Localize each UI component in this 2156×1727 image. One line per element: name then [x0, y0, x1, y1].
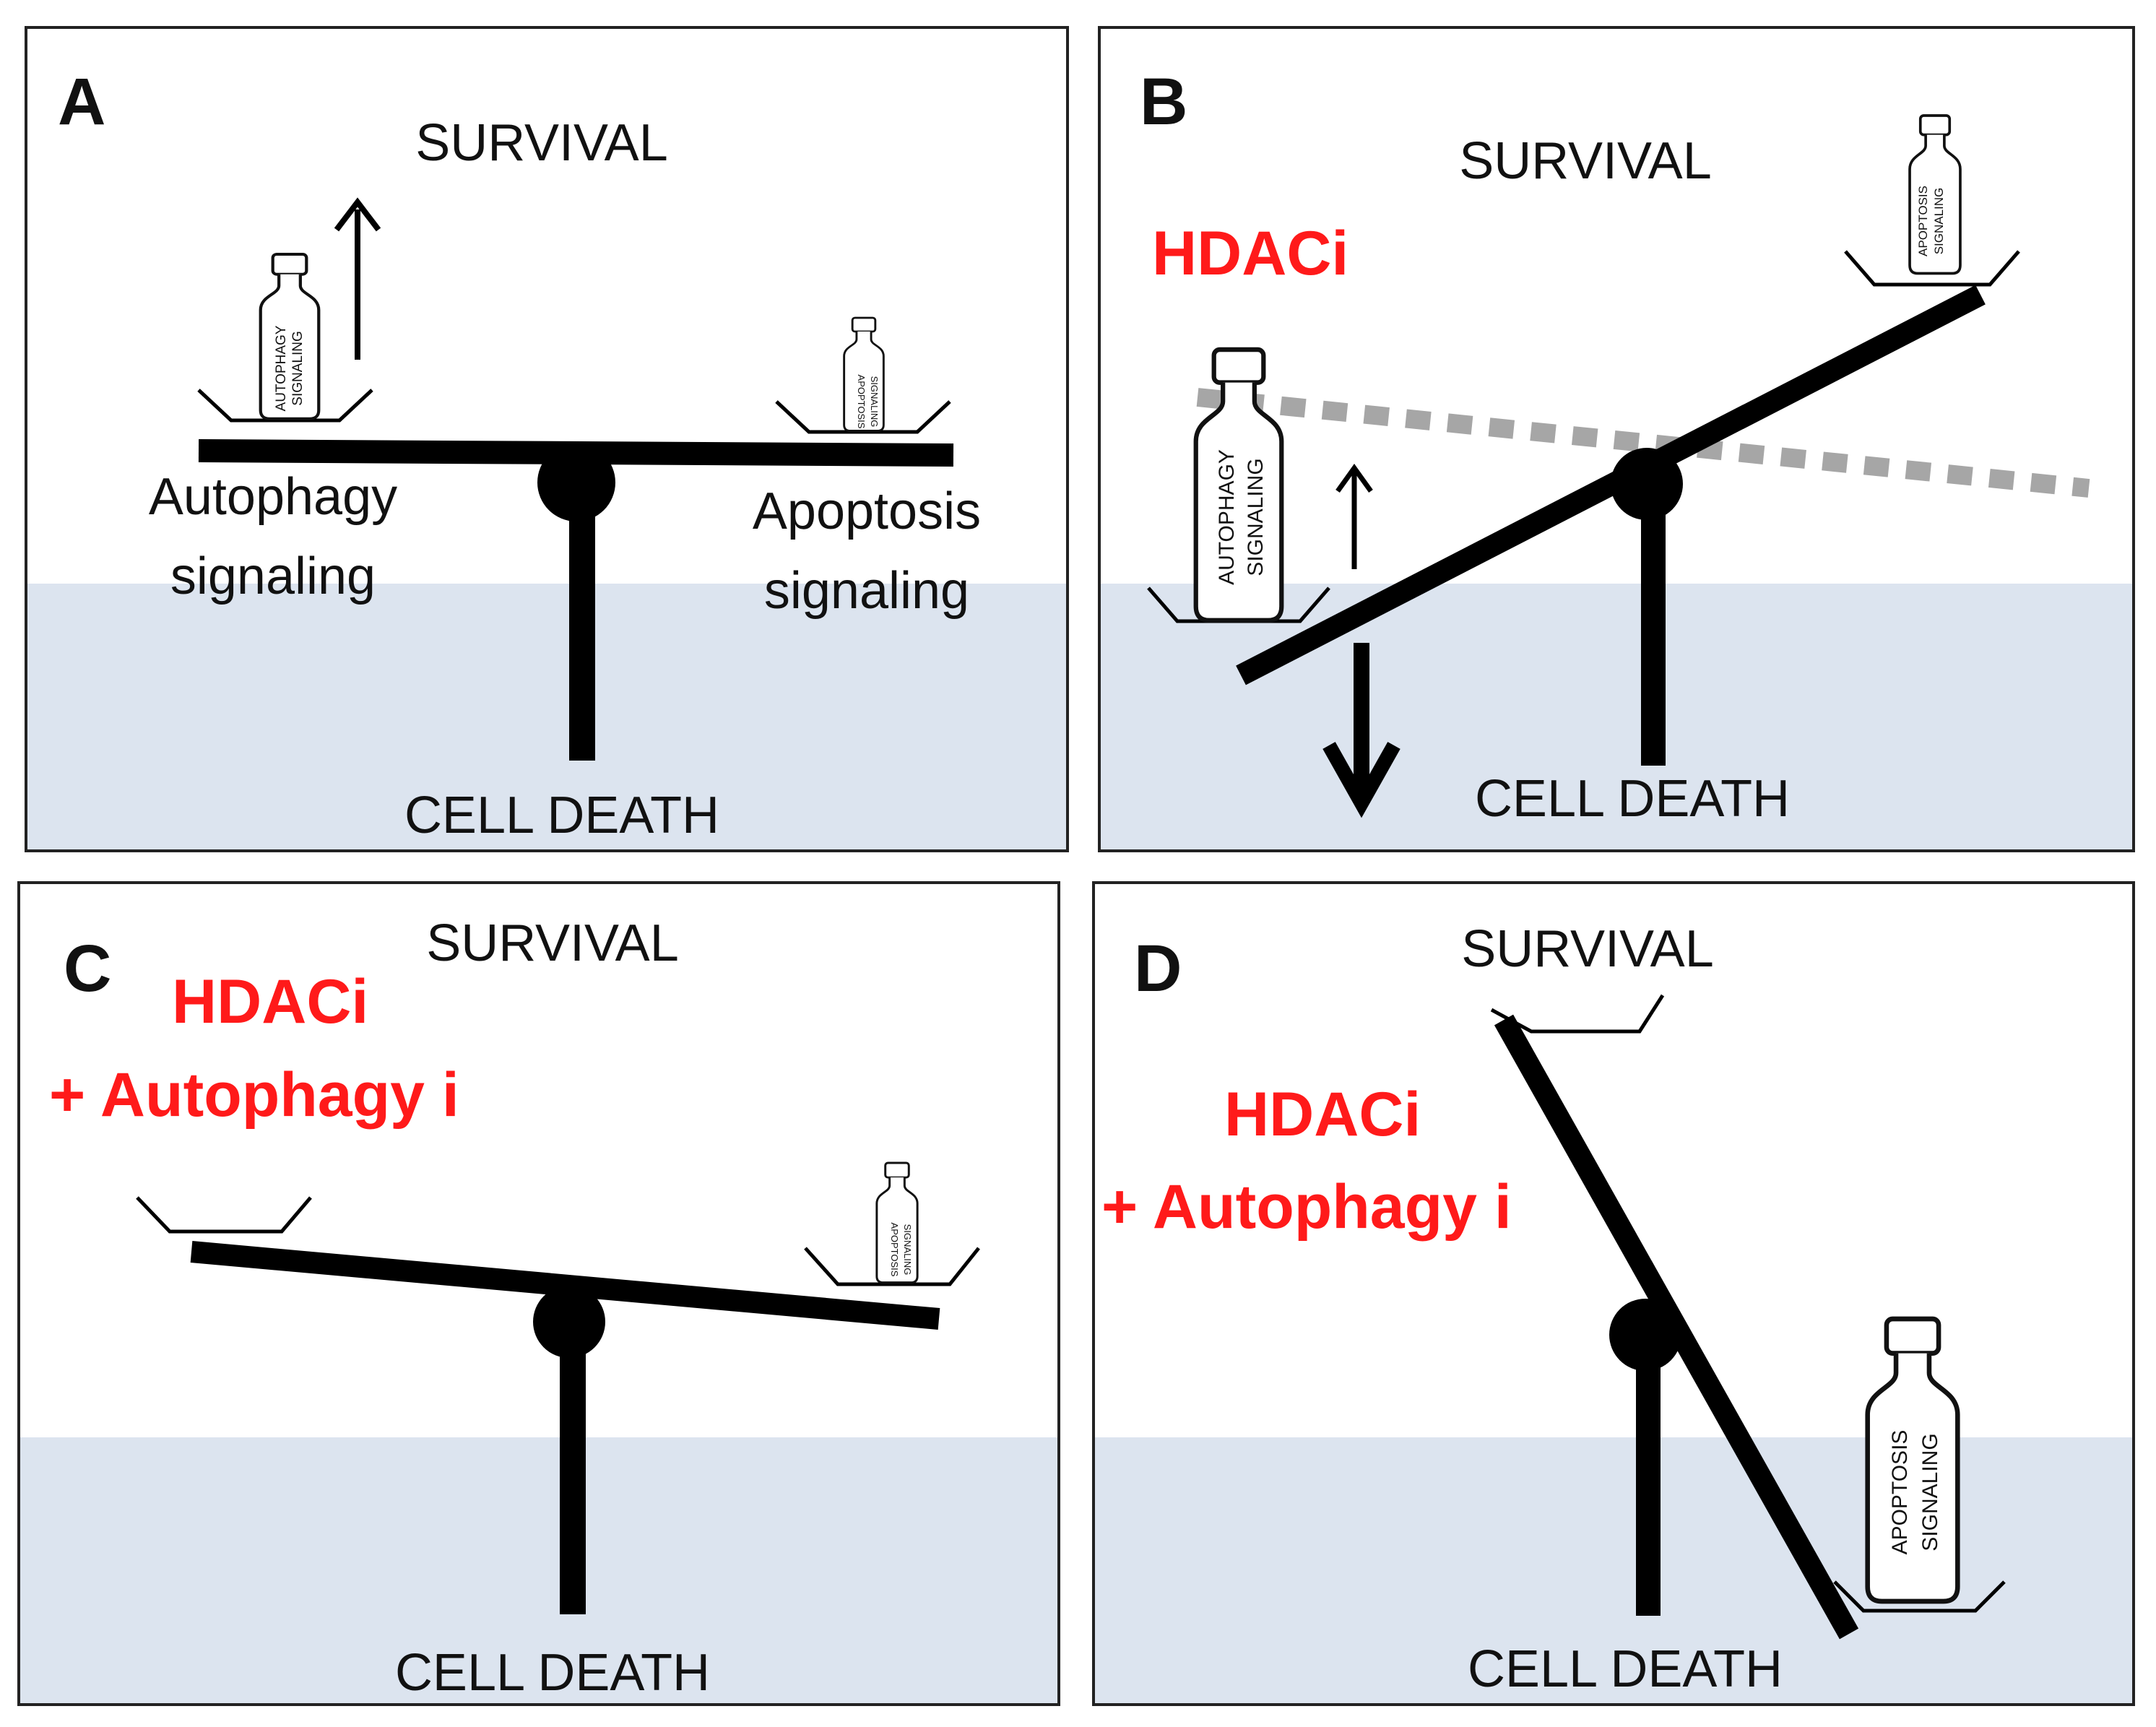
right-vial-label-1: APOPTOSIS: [1888, 1430, 1912, 1555]
left-vial-label-2: SIGNALING: [290, 331, 306, 405]
apoptosis-label-line1: Apoptosis: [753, 482, 981, 540]
apoptosis-label-line2: signaling: [764, 562, 969, 620]
autophagy-label-line2: signaling: [170, 547, 376, 605]
right-tray: [775, 400, 951, 434]
right-vial-label-1: APOPTOSIS: [856, 375, 867, 429]
treatment-label-1: HDACi: [1224, 1080, 1421, 1149]
fulcrum-post: [1636, 1333, 1661, 1616]
panel-letter: B: [1140, 65, 1187, 139]
treatment-label-2: + Autophagy i: [1101, 1172, 1512, 1242]
survival-label: SURVIVAL: [426, 914, 679, 972]
cell-death-label: CELL DEATH: [1468, 1640, 1783, 1698]
treatment-label-1: HDACi: [172, 967, 368, 1036]
right-tray: [1844, 250, 2020, 287]
left-vial: [261, 254, 319, 419]
right-tray: [1833, 1580, 2006, 1613]
panel-letter: D: [1134, 932, 1182, 1005]
panel-a: A SURVIVAL CELL DEATH AUTOPHAGY SIGNALIN…: [25, 26, 1069, 852]
right-vial-label-2: SIGNALING: [1918, 1433, 1942, 1551]
seesaw-beam: [1236, 285, 1986, 685]
left-vial-label-1: AUTOPHAGY: [274, 325, 289, 411]
survival-label: SURVIVAL: [1461, 920, 1714, 978]
right-vial-label-1: APOPTOSIS: [1916, 186, 1930, 256]
left-vial-label-1: AUTOPHAGY: [1215, 449, 1239, 585]
treatment-label-2: + Autophagy i: [49, 1060, 459, 1130]
seesaw-beam: [190, 1241, 940, 1330]
down-arrow-head: [1322, 742, 1400, 818]
left-tray: [197, 389, 373, 423]
fulcrum-post: [1641, 480, 1666, 766]
right-tray: [804, 1247, 980, 1286]
cell-death-label: CELL DEATH: [1475, 770, 1790, 828]
left-vial-label-2: SIGNALING: [1244, 458, 1268, 576]
cell-death-label: CELL DEATH: [395, 1644, 710, 1702]
previous-beam-dashed: [1196, 388, 2090, 498]
right-vial-label-1: APOPTOSIS: [889, 1223, 900, 1277]
treatment-label: HDACi: [1152, 219, 1348, 288]
death-zone: [1094, 1437, 2134, 1705]
fulcrum-pivot: [533, 1286, 605, 1358]
panel-frame: [25, 26, 1069, 852]
death-zone: [19, 1437, 1059, 1705]
panel-c: C SURVIVAL HDACi + Autophagy i CELL DEAT…: [17, 881, 1060, 1706]
death-zone: [26, 584, 1068, 851]
right-vial-label-2: SIGNALING: [869, 376, 880, 428]
panel-b: B SURVIVAL HDACi CELL DEATH AUTOPHAGY SI…: [1098, 26, 2135, 852]
panel-frame: [1092, 881, 2135, 1706]
panel-frame: [1098, 26, 2135, 852]
right-vial: [1868, 1319, 1958, 1601]
survival-label: SURVIVAL: [1459, 132, 1712, 190]
death-zone: [1099, 584, 2134, 851]
fulcrum-post: [569, 482, 595, 761]
panel-letter: A: [58, 65, 105, 139]
left-tray-empty: [136, 1196, 312, 1234]
fulcrum-post: [560, 1318, 586, 1614]
panel-frame: [17, 881, 1060, 1706]
right-vial-label-2: SIGNALING: [902, 1224, 913, 1276]
seesaw-beam: [198, 439, 954, 467]
panel-d: D SURVIVAL HDACi + Autophagy i CELL DEAT…: [1092, 881, 2135, 1706]
seesaw-beam: [1494, 1014, 1859, 1640]
right-vial-label-2: SIGNALING: [1932, 188, 1946, 255]
up-arrow-head: [1335, 464, 1373, 493]
autophagy-label-line1: Autophagy: [149, 468, 397, 526]
cell-death-label: CELL DEATH: [404, 787, 719, 844]
survival-label: SURVIVAL: [415, 114, 668, 172]
up-arrow-head: [334, 197, 381, 232]
panel-letter: C: [64, 932, 111, 1005]
